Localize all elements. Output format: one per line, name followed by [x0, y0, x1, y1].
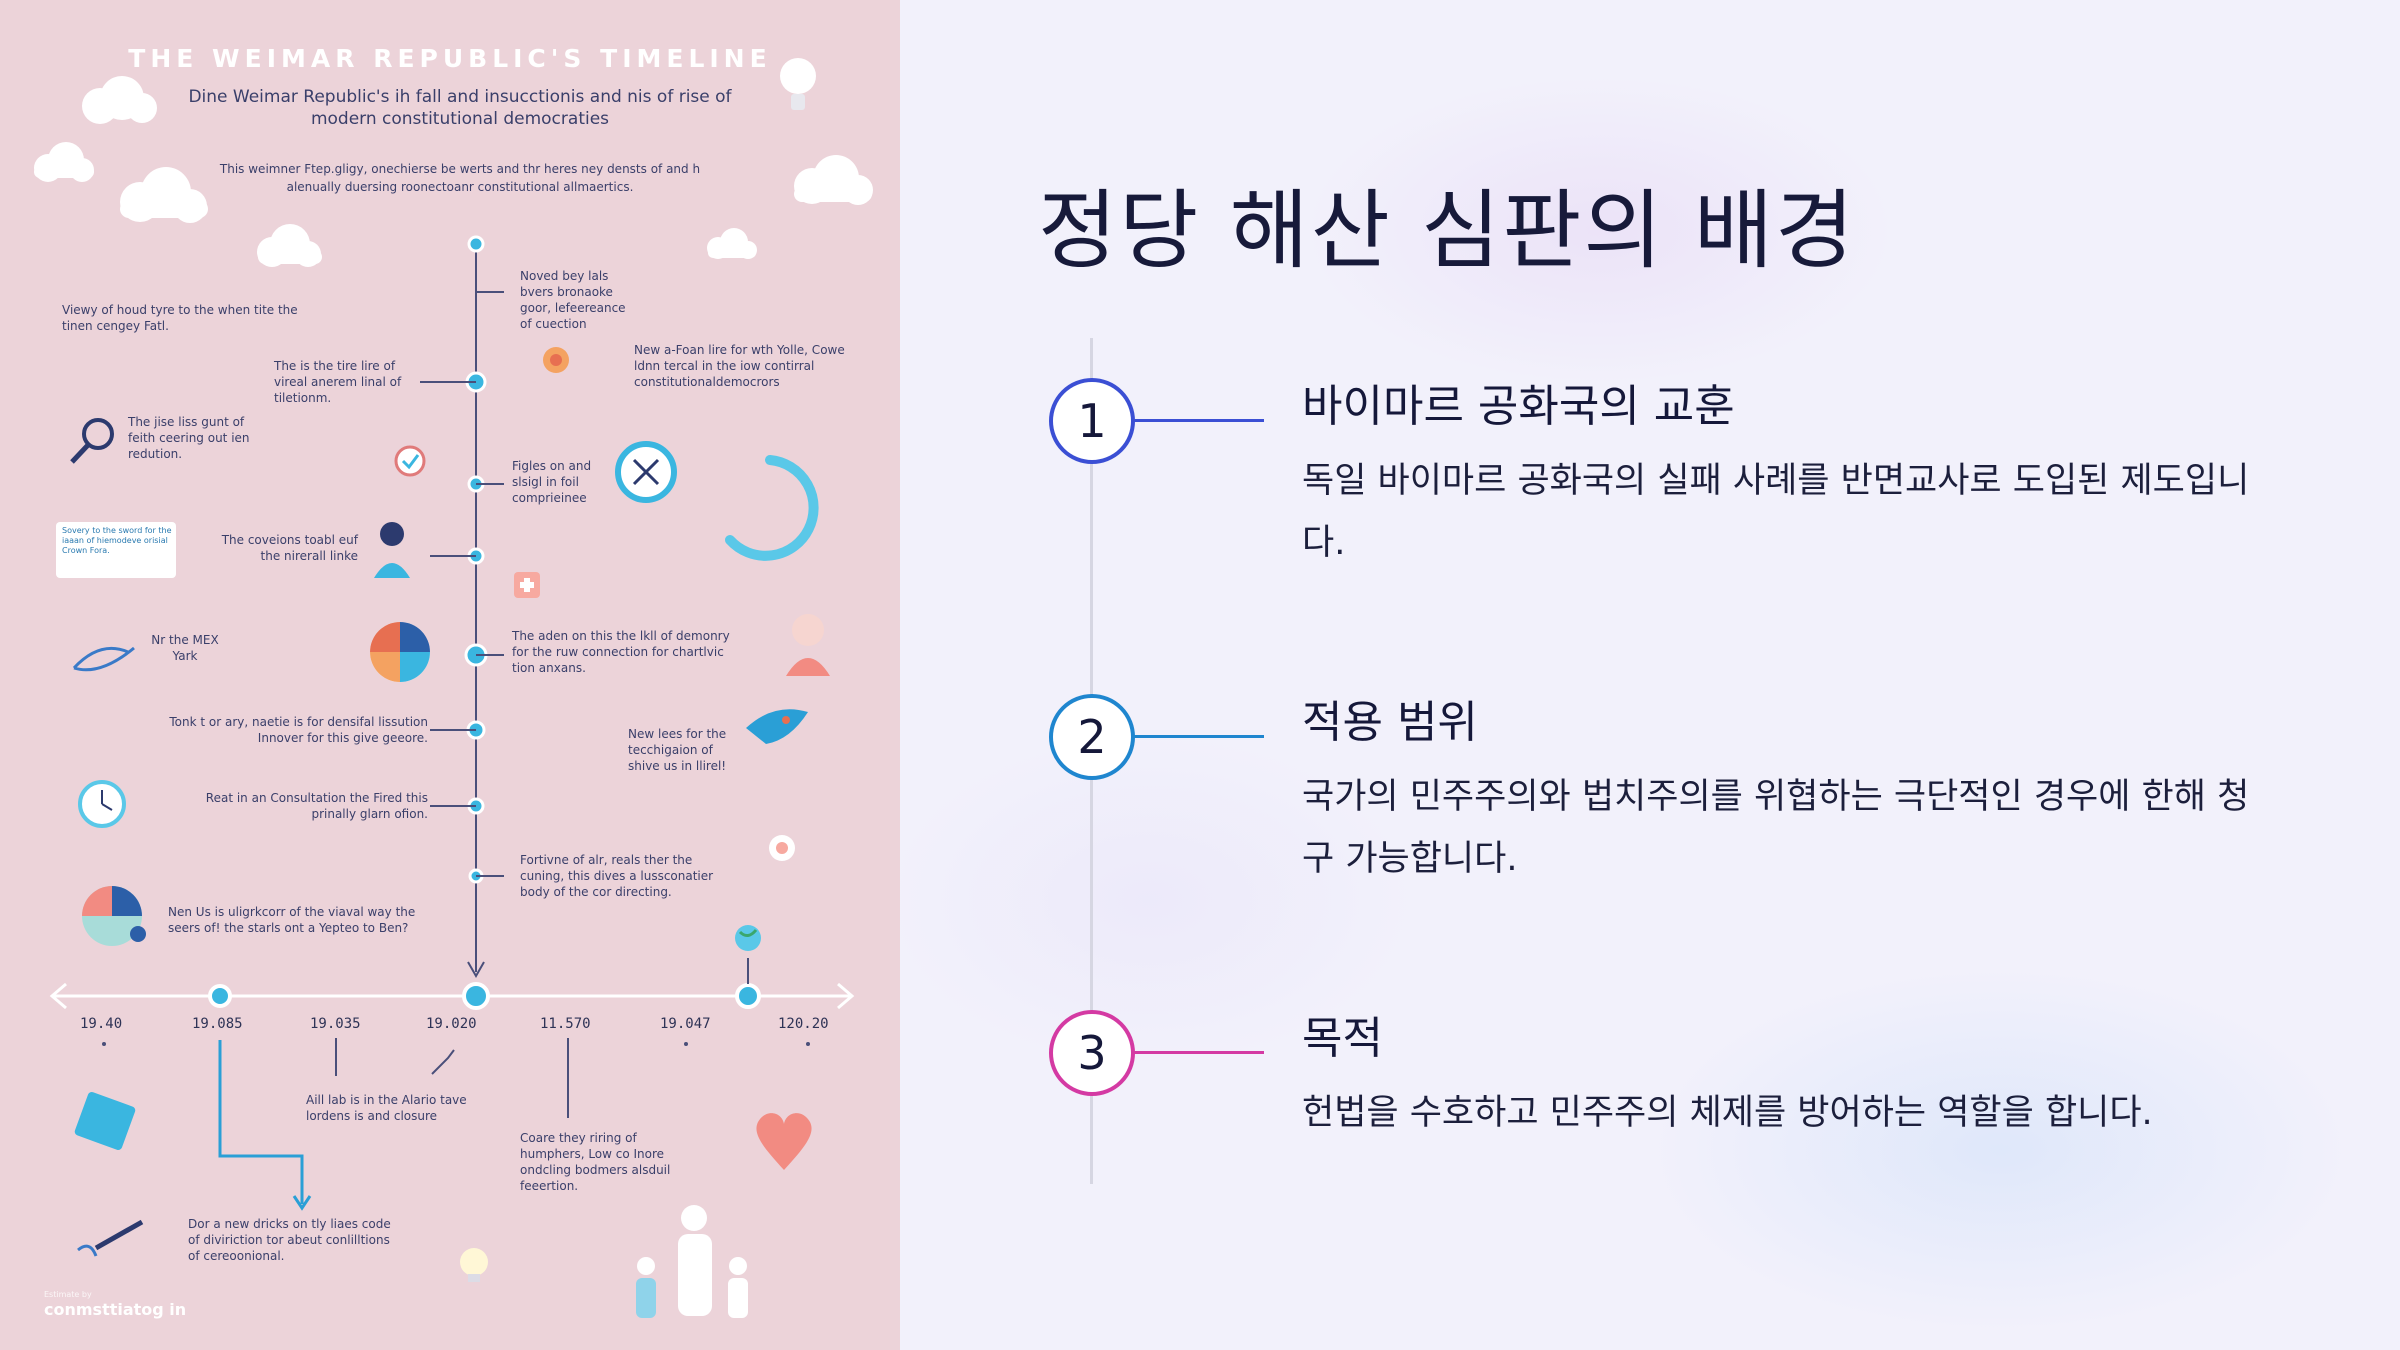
connector-line: [1134, 1051, 1264, 1054]
note-card: [56, 522, 176, 578]
infographic-artwork: [34, 58, 873, 1318]
lightbulb-small-icon: [460, 1248, 488, 1282]
map-icon: [74, 1091, 136, 1151]
credit-caption: Estimate by: [44, 1290, 92, 1299]
network-icon: [72, 646, 135, 672]
cloud-icon: [82, 76, 157, 124]
balloon-icon: [769, 835, 795, 861]
timeline-note: Nen Us is uligrkcorr of the viaval way t…: [168, 905, 416, 935]
timeline-tick: 11.570: [540, 1016, 591, 1032]
quarter-chart-icon: [82, 886, 146, 946]
item-body: 국가의 민주주의와 법치주의를 위협하는 극단적인 경우에 한해 청구 가능합니…: [1302, 777, 2250, 879]
timeline-note: Figles on and slsigl in foil comprieinee: [512, 459, 592, 505]
item-body: 독일 바이마르 공화국의 실패 사례를 반면교사로 도입된 제도입니다.: [1302, 461, 2250, 563]
cloud-icon: [707, 228, 757, 259]
person-icon: [374, 522, 410, 578]
timeline-note: The aden on this the lkll of demonry for…: [512, 629, 730, 675]
elderly-person-icon: [786, 614, 830, 676]
credit-logo-text: conmsttiatog in: [44, 1300, 187, 1319]
timeline-tick: 19.085: [192, 1016, 243, 1032]
sun-icon: [543, 347, 569, 373]
clock-icon: [78, 780, 126, 828]
timeline-note: New lees for the tecchigaion of shive us…: [628, 727, 727, 773]
stopwatch-icon: [615, 441, 677, 503]
timeline-note: The is the tire lire of vireal anerem li…: [274, 359, 402, 405]
timeline-note: Reat in an Consultation the Fired this p…: [205, 791, 428, 821]
infographic-image: THE WEIMAR REPUBLIC'S TIMELINE Dine Weim…: [0, 0, 900, 1350]
timeline-note: The coveions toabl euf the nirerall link…: [221, 533, 358, 563]
heart-icon: [756, 1113, 812, 1170]
timeline-note: Noved bey lals bvers bronaoke goor, lefe…: [520, 269, 626, 331]
infographic-title: THE WEIMAR REPUBLIC'S TIMELINE: [128, 44, 772, 73]
timeline-tick: 19.40: [80, 1016, 123, 1032]
slide-content: 정당 해산 심판의 배경 1 바이마르 공화국의 교훈 독일 바이마르 공화국의…: [900, 0, 2400, 1350]
timeline-note: Coare they riring of humphers, Low co In…: [520, 1131, 671, 1193]
number-badge: 3: [1049, 1010, 1135, 1096]
item-heading: 바이마르 공화국의 교훈: [1302, 381, 1735, 432]
infographic-description: This weimner Ftep.gligy, onechierse be w…: [219, 162, 701, 194]
infographic-subtitle: Dine Weimar Republic's ih fall and insuc…: [188, 87, 732, 129]
bird-icon: [746, 709, 808, 744]
timeline-note: Dor a new dricks on tly liaes code of di…: [188, 1217, 391, 1263]
clock-check-icon: [394, 445, 426, 477]
magnifier-icon: [70, 418, 114, 464]
timeline-note: Nr the MEX Yark: [151, 633, 219, 663]
timeline-note: The jise liss gunt of feith ceering out …: [128, 415, 250, 461]
timeline-note: Aill lab is in the Alario tave lordens i…: [306, 1093, 467, 1123]
timeline-tick: 120.20: [778, 1016, 829, 1032]
cloud-icon: [120, 167, 208, 223]
timeline-tick: 19.035: [310, 1016, 361, 1032]
number-badge: 2: [1049, 694, 1135, 780]
slide-title: 정당 해산 심판의 배경: [1038, 181, 1857, 281]
item-body: 헌법을 수호하고 민주주의 체제를 방어하는 역할을 합니다.: [1302, 1093, 2153, 1133]
number-badge: 1: [1049, 378, 1135, 464]
cloud-icon: [794, 155, 873, 205]
item-heading: 목적: [1302, 1013, 1383, 1064]
cloud-icon: [257, 224, 322, 267]
pie-chart-icon: [370, 622, 430, 682]
connector-line: [1134, 735, 1264, 738]
lightbulb-icon: [780, 58, 816, 110]
pen-icon: [77, 1219, 144, 1257]
progress-ring-icon: [725, 455, 819, 561]
timeline-tick: 19.047: [660, 1016, 711, 1032]
connector-line: [1134, 419, 1264, 422]
timeline-note: Tonk t or ary, naetie is for densifal li…: [169, 715, 428, 745]
cloud-icons: [34, 76, 873, 267]
item-heading: 적용 범위: [1302, 697, 1478, 748]
timeline-note: Fortivne of alr, reals ther the cuning, …: [520, 853, 714, 899]
globe-icon: [735, 925, 761, 951]
timeline-tick: 19.020: [426, 1016, 477, 1032]
timeline-note: Viewy of houd tyre to the when tite the …: [62, 303, 298, 333]
note-card-text: Sovery to the sword for the iaaan of hie…: [62, 526, 172, 555]
plus-icon: [514, 572, 540, 598]
timeline-note: New a-Foan lire for wth Yolle, Cowe ldnn…: [634, 343, 845, 389]
family-icon: [636, 1205, 748, 1318]
cloud-icon: [34, 142, 94, 182]
